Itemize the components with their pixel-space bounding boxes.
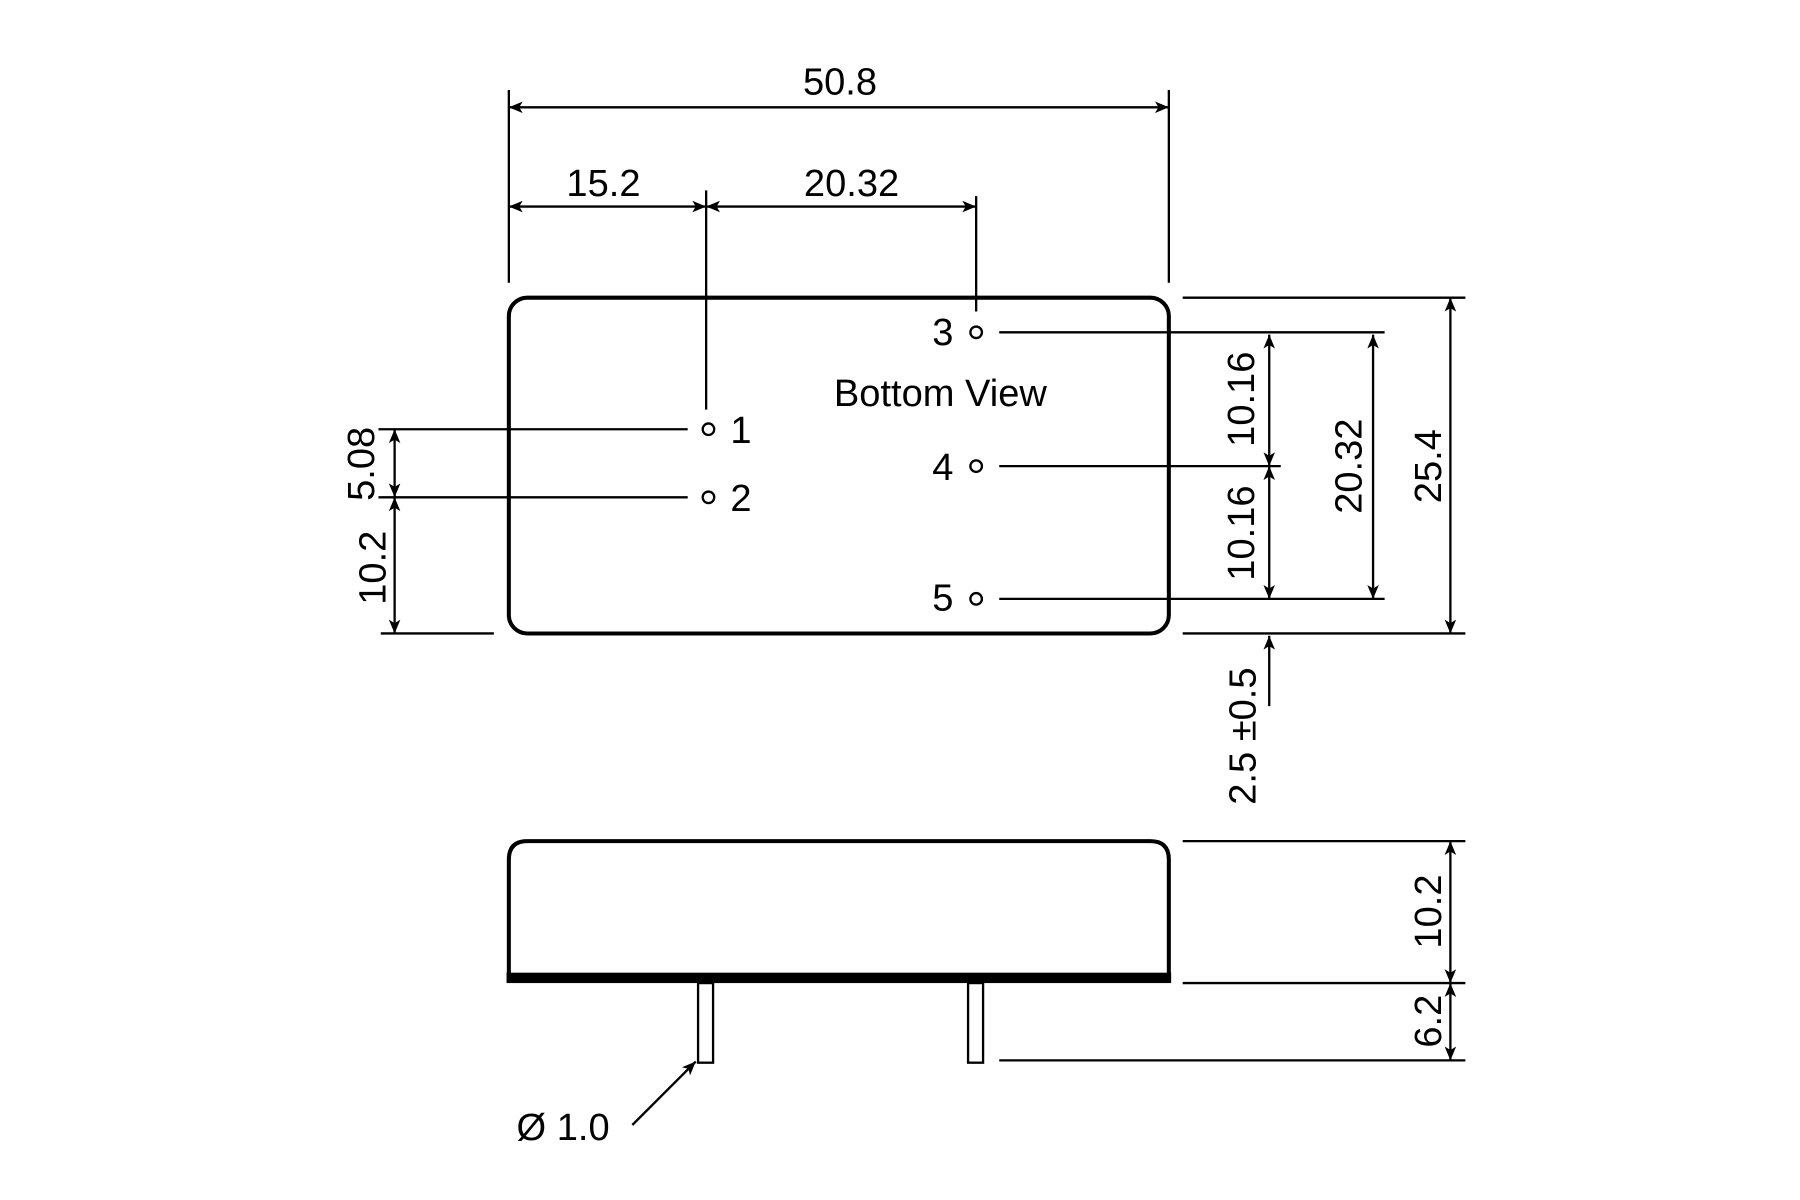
pin-1: 1 <box>701 410 752 452</box>
dim-pin1-offset-x: 15.2 <box>508 163 708 410</box>
pin-2: 2 <box>701 478 752 520</box>
side-pin-left <box>696 981 715 1064</box>
dim-left: 5.08 10.2 <box>341 427 688 635</box>
dim-overall-length: 50.8 <box>507 62 1170 283</box>
dim-10-2-left: 10.2 <box>352 531 394 605</box>
module-side-view <box>506 839 1172 1064</box>
svg-text:1: 1 <box>730 410 751 452</box>
svg-text:50.8: 50.8 <box>803 62 877 104</box>
svg-text:Ø 1.0: Ø 1.0 <box>517 1107 610 1149</box>
dim-right: 10.16 10.16 20.32 25.4 2.5 ±0.5 <box>999 296 1466 805</box>
dim-side: 10.2 6.2 <box>999 839 1466 1062</box>
dim-5-08: 5.08 <box>341 427 383 501</box>
svg-text:5: 5 <box>932 577 953 619</box>
svg-text:20.32: 20.32 <box>804 163 899 205</box>
pin-3: 3 <box>932 312 984 354</box>
svg-text:10.2: 10.2 <box>1408 874 1450 948</box>
dim-pin-spacing-x: 20.32 <box>706 163 978 312</box>
svg-text:3: 3 <box>932 312 953 354</box>
pin-4: 4 <box>932 447 984 489</box>
svg-text:10.16: 10.16 <box>1221 485 1263 580</box>
svg-text:6.2: 6.2 <box>1408 995 1450 1048</box>
svg-text:25.4: 25.4 <box>1408 429 1450 503</box>
svg-text:15.2: 15.2 <box>566 163 640 205</box>
svg-text:10.16: 10.16 <box>1221 352 1263 447</box>
svg-text:20.32: 20.32 <box>1329 419 1371 514</box>
side-pin-right <box>966 981 985 1064</box>
svg-text:4: 4 <box>932 447 953 489</box>
dim-pin-edge-offset: 2.5 ±0.5 <box>1222 668 1264 805</box>
pin-5: 5 <box>932 577 984 619</box>
dim-pin-diameter: Ø 1.0 <box>517 1060 697 1149</box>
svg-text:2: 2 <box>730 478 751 520</box>
bottom-view-label: Bottom View <box>834 373 1047 415</box>
